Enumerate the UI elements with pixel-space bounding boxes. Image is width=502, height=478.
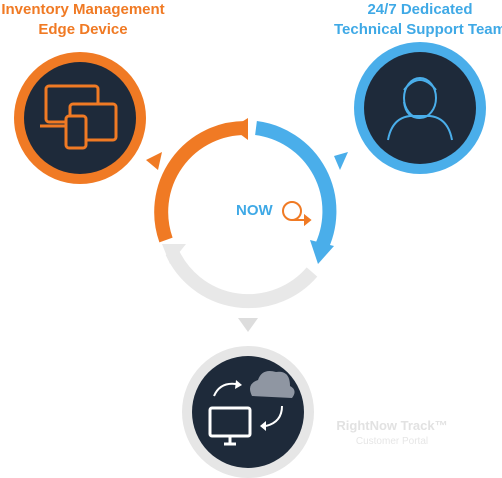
cycle-arc-blue [254, 121, 337, 254]
pointer-right-icon [334, 152, 348, 170]
cycle-arc-gray [165, 248, 318, 309]
track-label-line2: Customer Portal [355, 436, 429, 447]
arc-arrowhead-blue [310, 240, 334, 264]
track-label: RightNow Track™ Customer Portal [312, 418, 472, 450]
cycle-arrow-icon [282, 201, 312, 227]
devices-icon [40, 84, 118, 150]
pointer-down-icon [238, 318, 258, 332]
support-label-line2: Technical Support Team [334, 21, 502, 38]
support-label-line1: 24/7 Dedicated [367, 1, 473, 18]
cloud-sync-monitor-icon [208, 371, 295, 446]
cycle-arc-orange [154, 120, 247, 243]
track-label-line1: RightNow Track™ [336, 418, 448, 433]
support-label: 24/7 Dedicated Technical Support Team [320, 0, 502, 40]
center-label: NOW [236, 202, 273, 219]
pointer-left-icon [146, 152, 162, 170]
inventory-label: Inventory Management Edge Device [0, 0, 178, 40]
support-agent-icon [387, 77, 453, 141]
inventory-label-line2: Edge Device [38, 21, 128, 38]
arc-arrowhead-orange [232, 118, 248, 140]
inventory-label-line1: Inventory Management [1, 1, 165, 18]
arc-arrowhead-gray [162, 244, 186, 264]
